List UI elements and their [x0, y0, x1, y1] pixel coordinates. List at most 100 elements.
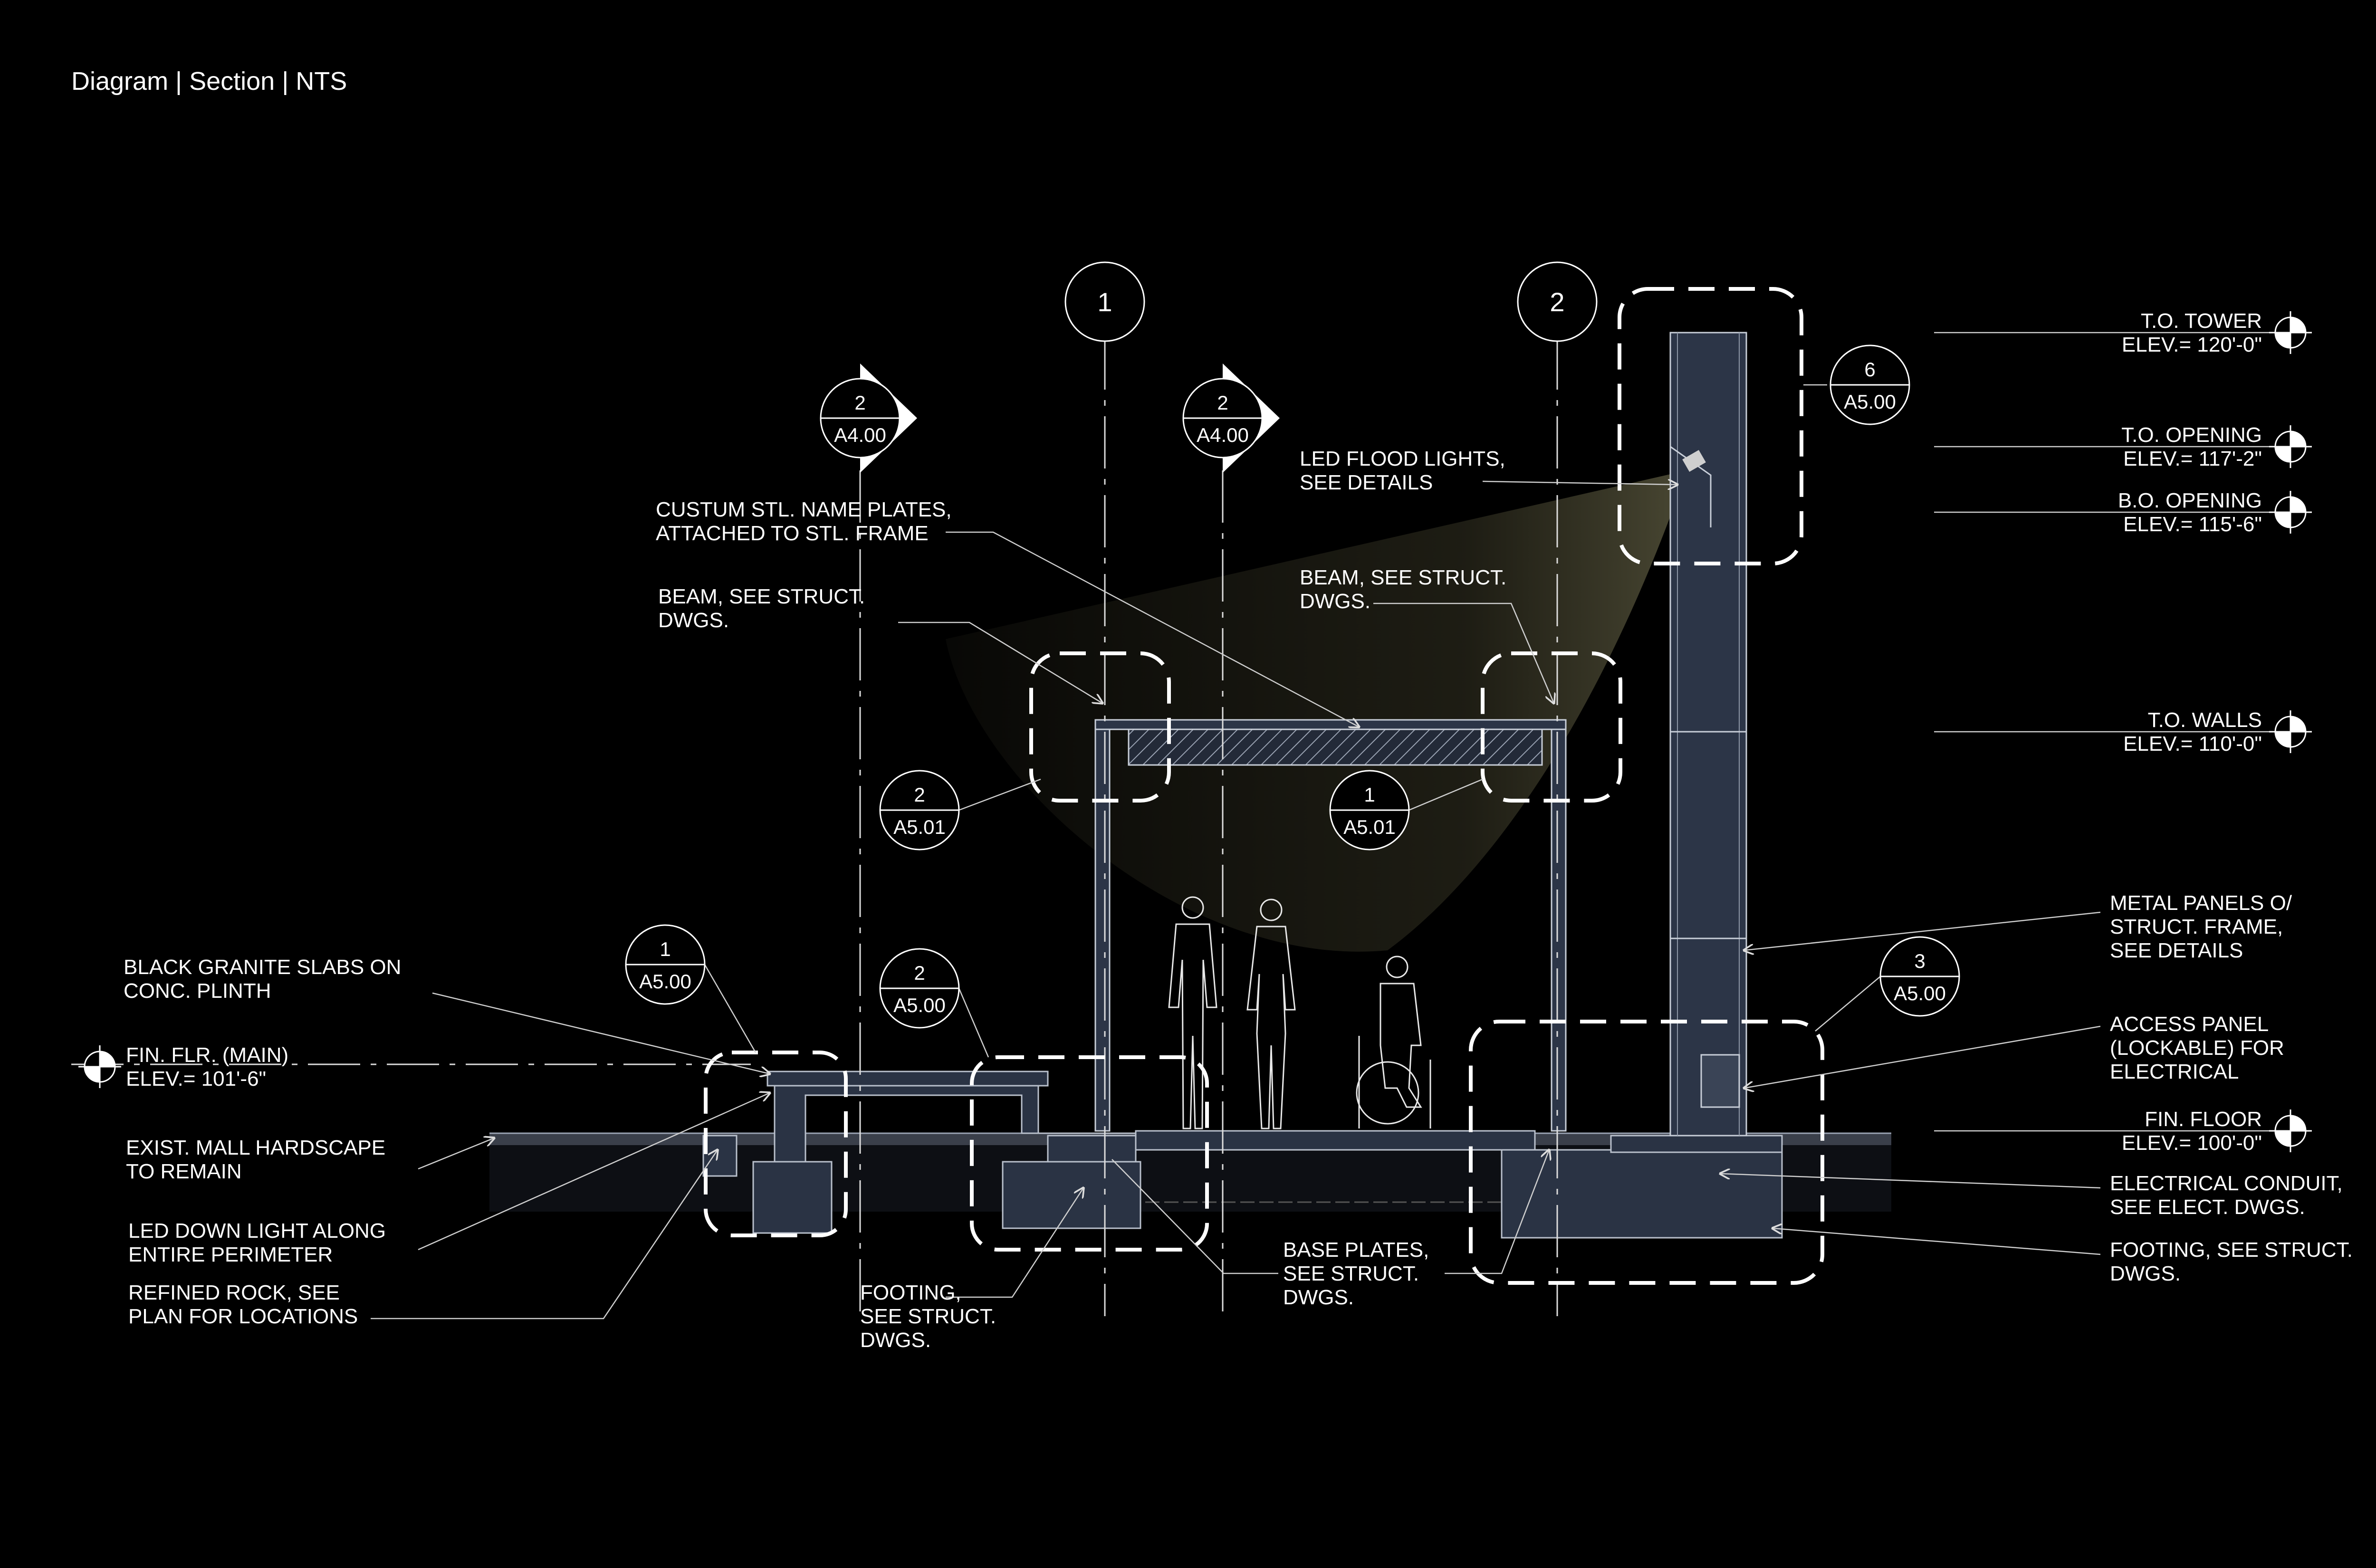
note-access-panel-line: ACCESS PANEL: [2110, 1013, 2269, 1036]
elev-bo-opening-name: B.O. OPENING: [2118, 489, 2262, 512]
note-metal-panels-line: STRUCT. FRAME,: [2110, 915, 2283, 938]
steel-canopy-frame: [1094, 719, 1567, 1132]
note-footing-center: FOOTING,SEE STRUCT.DWGS.: [860, 1188, 1083, 1352]
flood-light-beam: [946, 470, 1687, 952]
elev-fin-floor-name: FIN. FLOOR: [2145, 1108, 2262, 1131]
note-name-plates-line: CUSTUM STL. NAME PLATES,: [656, 498, 952, 521]
note-base-plates-line: DWGS.: [1283, 1286, 1354, 1309]
detail-6-number: 6: [1864, 358, 1875, 381]
note-hardscape-line: TO REMAIN: [126, 1160, 242, 1183]
note-access-panel-line: (LOCKABLE) FOR: [2110, 1036, 2284, 1060]
grid-2-bubble: 2: [1517, 261, 1598, 342]
note-base-plates-line: BASE PLATES,: [1283, 1238, 1429, 1262]
note-conduit: ELECTRICAL CONDUIT,SEE ELECT. DWGS.: [1720, 1172, 2343, 1219]
note-led-flood: LED FLOOD LIGHTS,SEE DETAILS: [1300, 447, 1677, 494]
detail-6-sheet: A5.00: [1844, 391, 1896, 413]
note-metal-panels-line: METAL PANELS O/: [2110, 891, 2292, 915]
elev-fin-flr-main-marker: FIN. FLR. (MAIN)ELEV.= 101'-6": [78, 1043, 288, 1090]
drawing-title: Diagram | Section | NTS: [71, 67, 347, 96]
woman-figure: [1246, 899, 1296, 1129]
elev-to-walls-value: ELEV.= 110'-0": [2123, 732, 2262, 755]
note-footing-center-line: DWGS.: [860, 1329, 931, 1352]
grid-1-bubble: 1: [1064, 261, 1145, 342]
note-footing-right-line: DWGS.: [2110, 1262, 2181, 1285]
access-panel: [1700, 1054, 1740, 1108]
tower: [1669, 332, 1747, 1137]
detail-3-a500-sheet: A5.00: [1894, 982, 1946, 1004]
detail-1-a501-number: 1: [1364, 784, 1375, 806]
granite-plinth: [702, 1071, 1141, 1234]
elev-fin-floor-value: ELEV.= 100'-0": [2122, 1131, 2262, 1155]
section-mark-a-sheet: A4.00: [834, 424, 886, 446]
detail-1-a500-sheet: A5.00: [639, 970, 691, 993]
note-beam-left-line: BEAM, SEE STRUCT.: [658, 585, 865, 608]
detail-2-a501-sheet: A5.01: [893, 816, 946, 838]
note-access-panel-line: ELECTRICAL: [2110, 1060, 2239, 1083]
note-beam-right-line: DWGS.: [1300, 590, 1370, 613]
note-footing-right: FOOTING, SEE STRUCT.DWGS.: [1772, 1228, 2353, 1285]
elev-to-walls-name: T.O. WALLS: [2148, 708, 2262, 732]
elev-to-opening-name: T.O. OPENING: [2121, 423, 2262, 447]
note-led-flood-line: LED FLOOD LIGHTS,: [1300, 447, 1505, 470]
detail-1-a501-sheet: A5.01: [1343, 816, 1396, 838]
detail-1-a500-bubble: 1A5.00: [625, 924, 757, 1053]
grid-1-label: 1: [1097, 287, 1112, 317]
note-refined-rock-line: PLAN FOR LOCATIONS: [128, 1305, 358, 1328]
note-conduit-line: SEE ELECT. DWGS.: [2110, 1195, 2305, 1219]
detail-2-a500-number: 2: [914, 962, 925, 984]
note-beam-right-line: BEAM, SEE STRUCT.: [1300, 566, 1506, 589]
detail-3-a500-bubble: 3A5.00: [1815, 936, 1960, 1032]
note-beam-right: BEAM, SEE STRUCT.DWGS.: [1300, 566, 1554, 703]
note-refined-rock-line: REFINED ROCK, SEE: [128, 1281, 340, 1304]
section-mark-b: 2A4.00: [1182, 363, 1280, 473]
grid-2-label: 2: [1550, 287, 1564, 317]
note-footing-right-line: FOOTING, SEE STRUCT.: [2110, 1238, 2353, 1262]
elev-to-tower-value: ELEV.= 120'-0": [2122, 333, 2262, 356]
human-figures: [1168, 896, 1431, 1129]
elev-bo-opening-value: ELEV.= 115'-6": [2123, 513, 2262, 536]
elev-fin-flr-main-name: FIN. FLR. (MAIN): [126, 1043, 288, 1067]
section-mark-a-number: 2: [854, 392, 865, 414]
detail-6-bubble: 6A5.00: [1803, 344, 1910, 425]
detail-2-a501-bubble: 2A5.01: [879, 770, 1041, 851]
detail-2-a500-bubble: 2A5.00: [879, 948, 989, 1058]
section-mark-a: 2A4.00: [820, 363, 917, 473]
detail-2-a500-sheet: A5.00: [893, 994, 946, 1016]
flood-light-icon: [1682, 450, 1706, 472]
note-metal-panels-line: SEE DETAILS: [2110, 939, 2243, 962]
note-beam-left-line: DWGS.: [658, 609, 729, 632]
elev-fin-flr-main-value: ELEV.= 101'-6": [126, 1067, 266, 1090]
note-base-plates-line: SEE STRUCT.: [1283, 1262, 1419, 1285]
note-footing-center-line: SEE STRUCT.: [860, 1305, 996, 1328]
name-plates: [1128, 728, 1543, 766]
note-granite-line: CONC. PLINTH: [124, 979, 271, 1003]
detail-1-a500-number: 1: [660, 938, 671, 960]
section-mark-b-sheet: A4.00: [1197, 424, 1249, 446]
elev-to-opening-value: ELEV.= 117'-2": [2123, 447, 2262, 470]
detail-enclosures: [704, 287, 1824, 1285]
note-led-flood-line: SEE DETAILS: [1300, 471, 1433, 494]
note-name-plates: CUSTUM STL. NAME PLATES,ATTACHED TO STL.…: [656, 498, 1359, 727]
note-conduit-line: ELECTRICAL CONDUIT,: [2110, 1172, 2343, 1195]
note-name-plates-line: ATTACHED TO STL. FRAME: [656, 522, 929, 545]
note-granite-line: BLACK GRANITE SLABS ON: [124, 956, 401, 979]
detail-2-a501-number: 2: [914, 784, 925, 806]
man-figure: [1168, 896, 1217, 1129]
detail-3-a500-number: 3: [1914, 950, 1925, 972]
section-mark-b-number: 2: [1217, 392, 1228, 414]
note-beam-left: BEAM, SEE STRUCT.DWGS.: [658, 585, 1102, 703]
note-led-down-line: LED DOWN LIGHT ALONG: [128, 1219, 386, 1243]
note-led-down-line: ENTIRE PERIMETER: [128, 1243, 333, 1266]
elev-to-tower-name: T.O. TOWER: [2141, 309, 2262, 333]
